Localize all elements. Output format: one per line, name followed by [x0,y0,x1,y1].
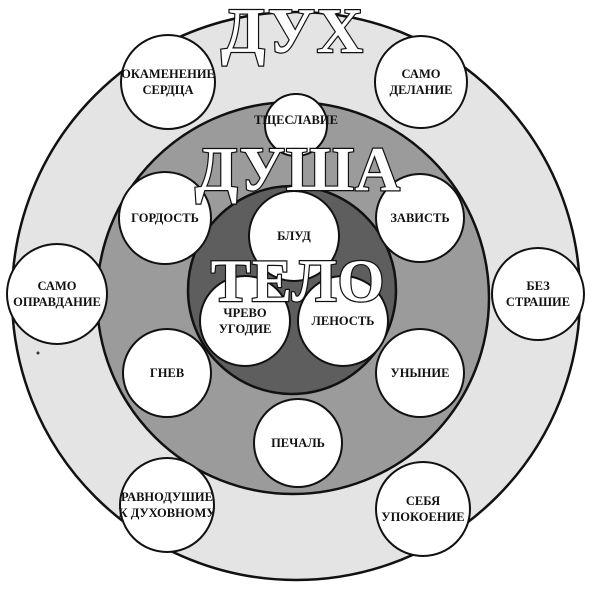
node-spirit-self-comfort: СЕБЯ УПОКОЕНИЕ [375,461,471,557]
stray-dot [36,351,40,355]
node-spirit-self-justification: САМО ОПРАВДАНИЕ [6,243,108,345]
node-label: ЧРЕВО [223,306,266,320]
node-circle [248,190,340,282]
node-soul-pride: ГОРДОСТЬ [118,171,212,265]
node-spirit-petrified-heart: ОКАМЕНЕНИЕ СЕРДЦА [120,34,216,130]
node-body-fornication: БЛУД [248,190,340,282]
node-label: РАВНОДУШИЕ [121,490,213,504]
node-label: САМО [402,67,441,81]
body-title: ТЕЛО [211,248,386,314]
node-label: ЗАВИСТЬ [390,211,449,225]
node-body-gluttony: ЧРЕВО УГОДИЕ [199,275,291,367]
node-spirit-indifference: РАВНОДУШИЕ К ДУХОВНОМУ [119,457,216,553]
nodes-layer: ОКАМЕНЕНИЕ СЕРДЦА САМО ДЕЛАНИЕ БЕЗ СТРАШИЕ СЕБ… [6,34,585,557]
spirit-title: ДУХ [221,0,365,66]
node-soul-sorrow: ПЕЧАЛЬ [253,398,343,488]
node-circle [264,93,328,157]
node-label: ТЩЕСЛАВИЕ [254,113,338,127]
node-circle [297,275,389,367]
node-circle [253,398,343,488]
node-label: СЕРДЦА [142,83,193,97]
node-label: УПОКОЕНИЕ [381,510,464,524]
node-circle [120,34,216,130]
node-circle [374,35,468,129]
node-soul-despondency: УНЫНИЕ [375,328,465,418]
node-label: ГНЕВ [150,366,184,380]
node-body-sloth: ЛЕНОСТЬ [297,275,389,367]
node-label: ГОРДОСТЬ [131,211,199,225]
node-soul-vainglory: ТЩЕСЛАВИЕ [254,93,338,157]
node-circle [199,275,291,367]
node-label: СЕБЯ [406,494,440,508]
node-label: БЕЗ [526,279,550,293]
node-circle [6,243,108,345]
node-spirit-self-doing: САМО ДЕЛАНИЕ [374,35,468,129]
node-circle [375,461,471,557]
node-circle [375,328,465,418]
node-soul-anger: ГНЕВ [122,328,212,418]
node-label: ДЕЛАНИЕ [390,83,453,97]
node-label: СТРАШИЕ [506,295,570,309]
node-circle [122,328,212,418]
node-spirit-fearlessness: БЕЗ СТРАШИЕ [491,247,585,341]
node-circle [375,173,465,263]
node-label: УГОДИЕ [219,322,272,336]
node-label: ЛЕНОСТЬ [312,314,375,328]
node-circle [491,247,585,341]
node-circle [118,171,212,265]
node-label: БЛУД [277,229,311,243]
node-label: ОКАМЕНЕНИЕ [121,67,215,81]
soul-title: ДУША [195,136,401,204]
node-label: САМО [38,279,77,293]
node-label: К ДУХОВНОМУ [119,506,216,520]
node-label: ОПРАВДАНИЕ [13,295,101,309]
node-label: ПЕЧАЛЬ [271,436,325,450]
node-label: УНЫНИЕ [391,366,450,380]
node-soul-envy: ЗАВИСТЬ [375,173,465,263]
node-circle [119,457,215,553]
